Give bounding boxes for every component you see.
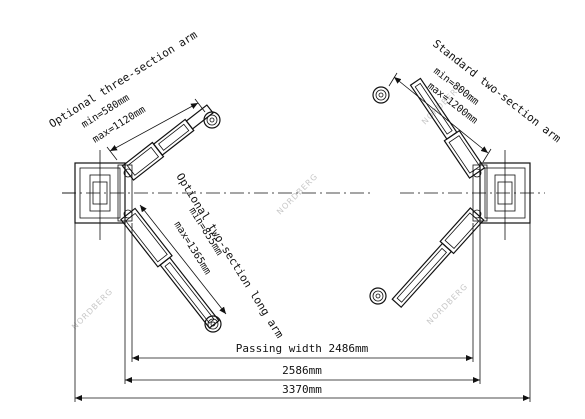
- watermark-1: NORDBERG: [70, 287, 115, 332]
- three-section-arm: [106, 98, 221, 181]
- watermark-3: NORDBERG: [425, 282, 470, 327]
- left-column-base: [62, 162, 133, 224]
- center-axis: [62, 150, 545, 240]
- passing-width-label: Passing width 2486mm: [236, 342, 369, 355]
- right-column-base: [472, 162, 531, 224]
- arm-pad-upper-right: [372, 86, 390, 104]
- lower-right-arm: [369, 207, 485, 309]
- standard-two-section-arm: [372, 72, 492, 179]
- dimension-2586-label: 2586mm: [282, 364, 322, 377]
- arm-pad-lower-right: [369, 287, 387, 305]
- dimension-3370-label: 3370mm: [282, 383, 322, 396]
- watermark-2: NORDBERG: [275, 172, 320, 217]
- extension-lines: [74, 223, 531, 402]
- dimension-lines: [75, 355, 530, 401]
- arm-pad-upper-left: [203, 111, 221, 129]
- arm-pad-lower-left: [204, 315, 222, 333]
- two-section-long-arm: [120, 204, 227, 333]
